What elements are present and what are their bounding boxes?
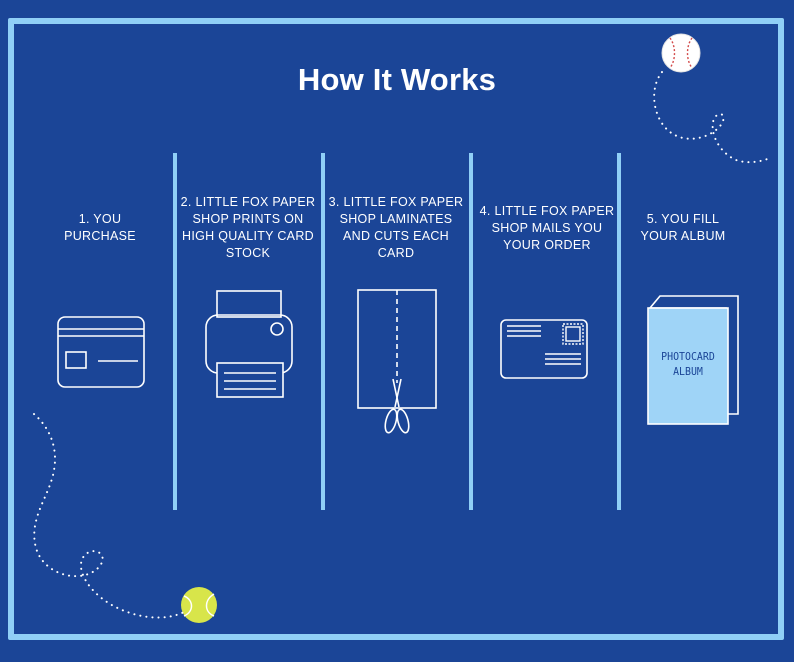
printer-icon — [205, 290, 293, 398]
column-divider — [617, 153, 621, 510]
album-label: PHOTOCARD ALBUM — [661, 350, 715, 378]
step-1-label: 1. YOU PURCHASE — [64, 212, 136, 243]
envelope-icon — [500, 319, 588, 379]
step-4-label: 4. LITTLE FOX PAPER SHOP MAILS YOU YOUR … — [479, 204, 615, 252]
frame-border — [8, 18, 784, 640]
scissors-cut-icon — [357, 289, 437, 434]
dotted-trail-top-right — [653, 71, 771, 164]
column-divider — [469, 153, 473, 510]
step-2-label: 2. LITTLE FOX PAPER SHOP PRINTS ON HIGH … — [180, 195, 316, 260]
column-divider — [321, 153, 325, 510]
dotted-trail-bottom-left — [33, 413, 185, 619]
credit-card-icon — [57, 316, 145, 388]
page-title: How It Works — [297, 62, 497, 97]
photocard-album-icon — [647, 295, 739, 425]
step-3-label: 3. LITTLE FOX PAPER SHOP LAMINATES AND C… — [328, 195, 464, 260]
column-divider — [173, 153, 177, 510]
tennis-ball-icon — [181, 587, 217, 623]
baseball-icon — [661, 33, 701, 73]
step-5-label: 5. YOU FILL YOUR ALBUM — [640, 212, 726, 243]
